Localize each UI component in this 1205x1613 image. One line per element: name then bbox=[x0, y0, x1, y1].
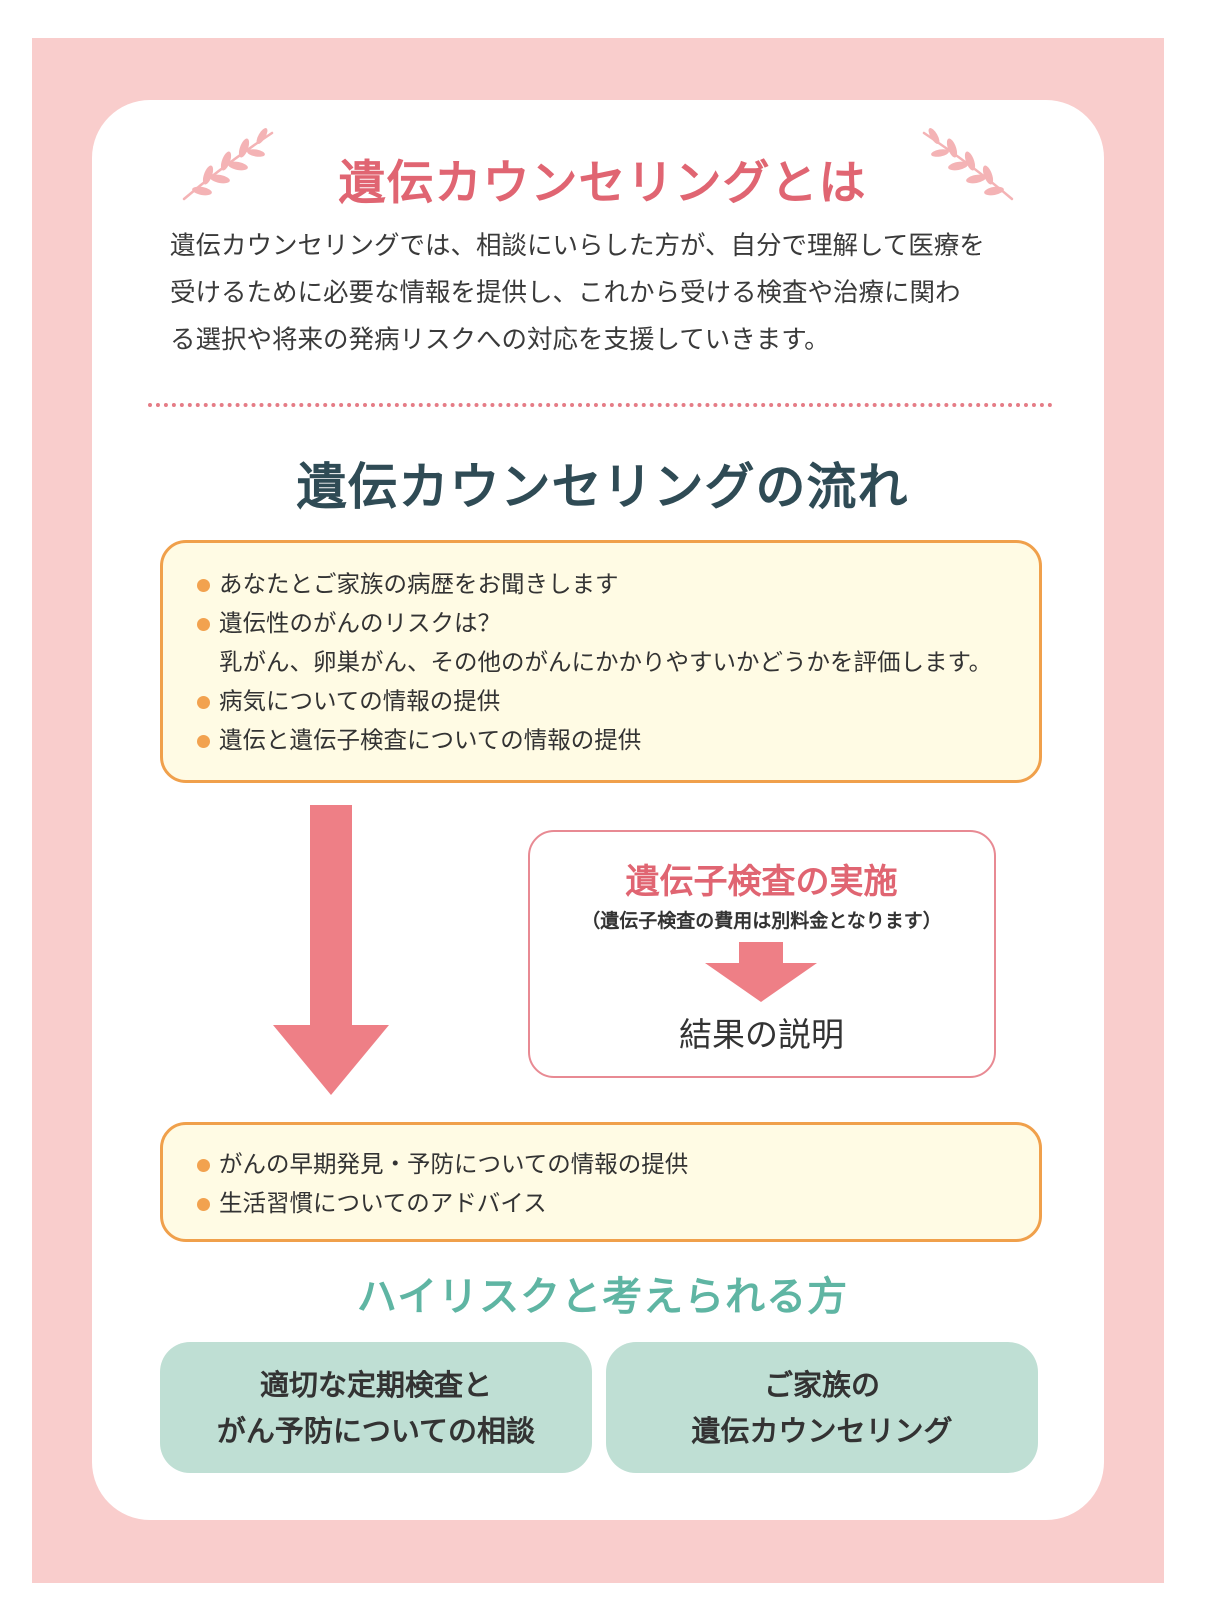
genetic-test-title: 遺伝子検査の実施 bbox=[625, 862, 898, 902]
bullet-dot-icon bbox=[197, 618, 210, 631]
list-item-text: がんの早期発見・予防についての情報の提供 bbox=[219, 1150, 689, 1178]
flow-title: 遺伝カウンセリングの流れ bbox=[296, 458, 909, 516]
card-line: がん予防についての相談 bbox=[216, 1414, 536, 1448]
bullet-dot-icon bbox=[197, 1159, 210, 1172]
card-line: ご家族の bbox=[763, 1368, 880, 1402]
result-explanation: 結果の説明 bbox=[679, 1015, 844, 1054]
high-risk-card-family: ご家族の 遺伝カウンセリング bbox=[606, 1342, 1038, 1473]
bullet-dot-icon bbox=[197, 579, 210, 592]
list-item-text: あなたとご家族の病歴をお聞きします bbox=[219, 570, 619, 598]
card-line: 遺伝カウンセリング bbox=[691, 1414, 953, 1448]
intro-paragraph: 遺伝カウンセリングでは、相談にいらした方が、自分で理解して医療を 受けるために必… bbox=[170, 223, 1050, 364]
list-item-text: 生活習慣についてのアドバイス bbox=[219, 1189, 547, 1217]
content-card bbox=[92, 100, 1104, 1520]
list-item: がんの早期発見・予防についての情報の提供 bbox=[197, 1145, 1039, 1184]
page-title: 遺伝カウンセリングとは bbox=[338, 156, 867, 211]
leaf-branch-icon bbox=[182, 128, 274, 201]
leaf-branch-icon bbox=[922, 128, 1014, 201]
followup-box: がんの早期発見・予防についての情報の提供 生活習慣についてのアドバイス bbox=[160, 1122, 1042, 1242]
list-item: 遺伝性のがんのリスクは？ bbox=[197, 604, 1039, 643]
bullet-dot-icon bbox=[197, 735, 210, 748]
list-item-text: 遺伝と遺伝子検査についての情報の提供 bbox=[219, 726, 642, 754]
high-risk-card-checkup: 適切な定期検査と がん予防についての相談 bbox=[160, 1342, 592, 1473]
list-item: 遺伝と遺伝子検査についての情報の提供 bbox=[197, 721, 1039, 760]
card-line: 適切な定期検査と bbox=[259, 1368, 492, 1402]
bullet-dot-icon bbox=[197, 696, 210, 709]
counseling-steps-box: あなたとご家族の病歴をお聞きします 遺伝性のがんのリスクは？ 乳がん、卵巣がん、… bbox=[160, 540, 1042, 783]
list-item-subline: 乳がん、卵巣がん、その他のがんにかかりやすいかどうかを評価します。 bbox=[197, 643, 1039, 682]
list-item-text: 病気についての情報の提供 bbox=[219, 687, 501, 715]
genetic-test-box: 遺伝子検査の実施 （遺伝子検査の費用は別料金となります） 結果の説明 bbox=[528, 830, 996, 1078]
list-item-text: 乳がん、卵巣がん、その他のがんにかかりやすいかどうかを評価します。 bbox=[219, 648, 993, 676]
high-risk-title: ハイリスクと考えられる方 bbox=[356, 1274, 849, 1320]
intro-line: る選択や将来の発病リスクへの対応を支援していきます。 bbox=[170, 325, 830, 355]
down-arrow-icon bbox=[273, 805, 389, 1095]
bullet-dot-icon bbox=[197, 1198, 210, 1211]
intro-line: 遺伝カウンセリングでは、相談にいらした方が、自分で理解して医療を bbox=[170, 231, 985, 261]
down-arrow-icon bbox=[705, 942, 817, 1002]
dotted-divider bbox=[148, 403, 1053, 407]
intro-line: 受けるために必要な情報を提供し、これから受ける検査や治療に関わ bbox=[170, 278, 961, 308]
list-item: あなたとご家族の病歴をお聞きします bbox=[197, 565, 1039, 604]
list-item: 生活習慣についてのアドバイス bbox=[197, 1184, 1039, 1223]
genetic-test-fee-note: （遺伝子検査の費用は別料金となります） bbox=[581, 910, 942, 932]
list-item-text: 遺伝性のがんのリスクは？ bbox=[219, 609, 501, 637]
list-item: 病気についての情報の提供 bbox=[197, 682, 1039, 721]
